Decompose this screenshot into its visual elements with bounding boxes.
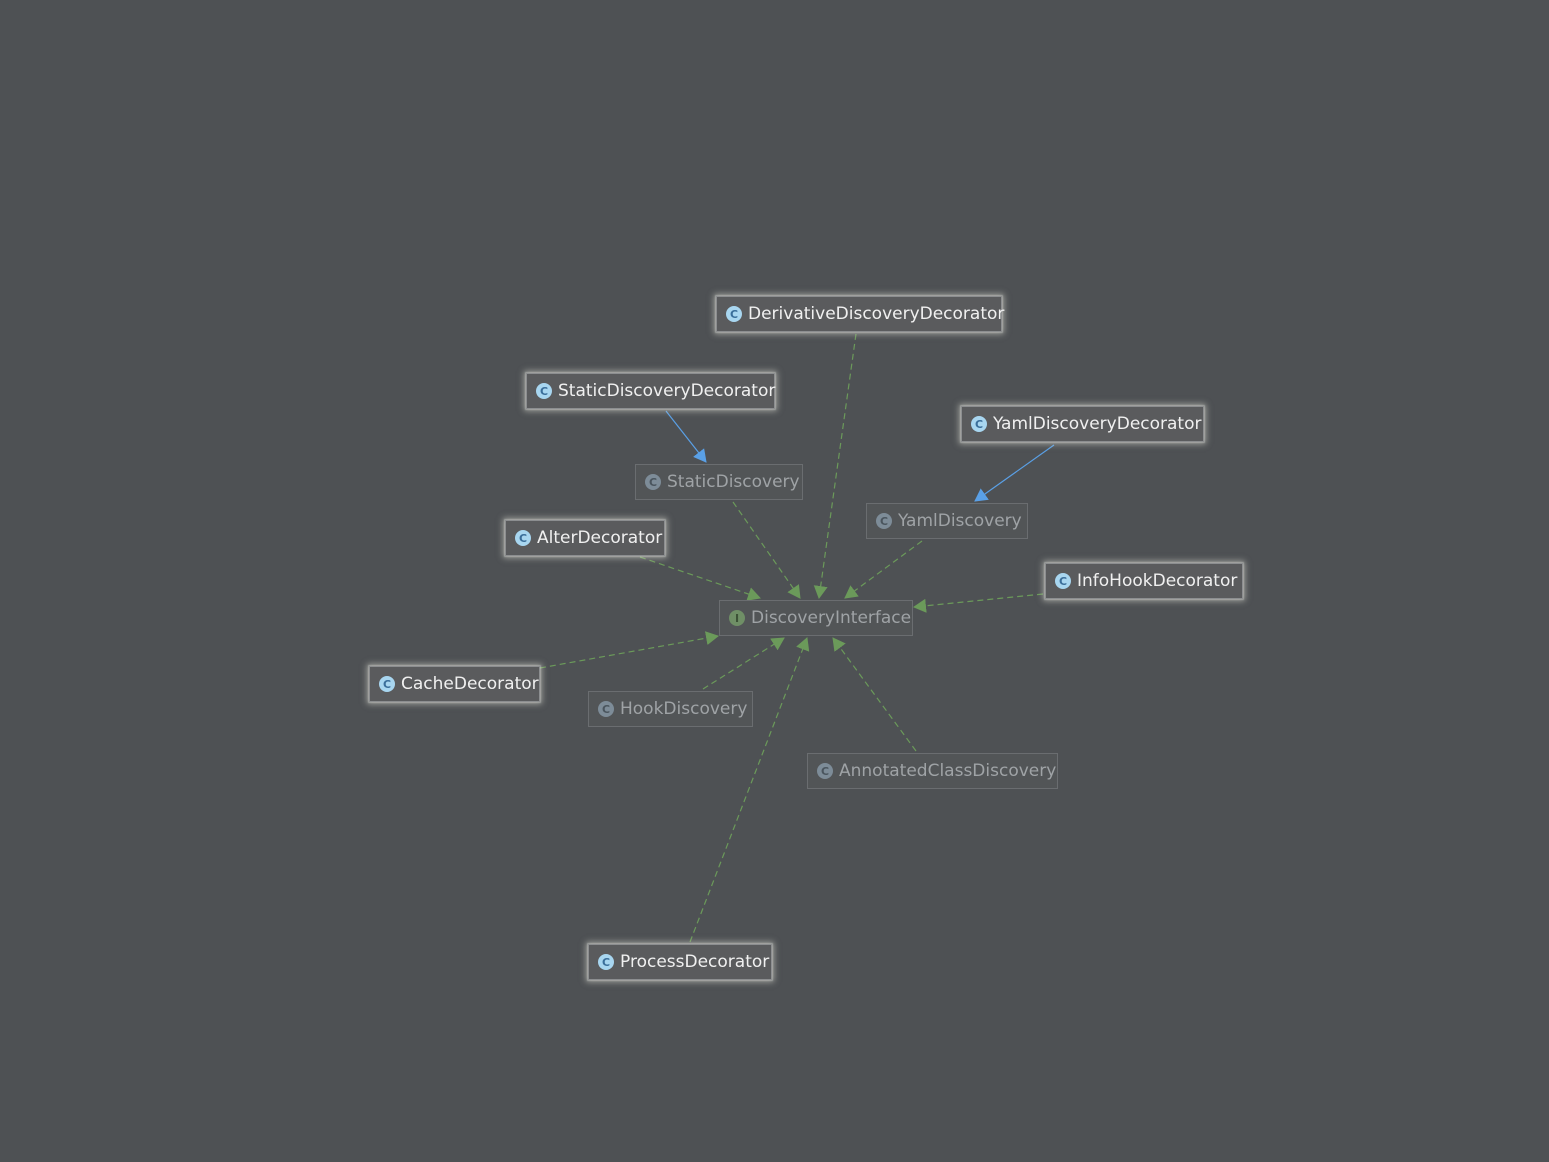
- node-label: YamlDiscovery: [898, 511, 1022, 531]
- class-icon: C: [515, 530, 531, 546]
- edge-process-iface: [689, 637, 810, 943]
- edge-static-iface: [732, 501, 801, 599]
- interface-icon: I: [729, 610, 745, 626]
- node-process[interactable]: C ProcessDecorator: [588, 944, 772, 980]
- class-icon: C: [876, 513, 892, 529]
- node-yamldec[interactable]: C YamlDiscoveryDecorator: [961, 406, 1204, 442]
- node-static[interactable]: C StaticDiscovery: [635, 464, 803, 500]
- node-label: StaticDiscoveryDecorator: [558, 381, 776, 401]
- node-label: CacheDecorator: [401, 674, 539, 694]
- class-icon: C: [598, 954, 614, 970]
- node-derivative[interactable]: C DerivativeDiscoveryDecorator: [716, 296, 1005, 332]
- class-icon: C: [379, 676, 395, 692]
- edge-infohook-iface: [913, 593, 1044, 613]
- node-iface[interactable]: I DiscoveryInterface: [719, 600, 913, 636]
- class-icon: C: [971, 416, 987, 432]
- node-label: HookDiscovery: [620, 699, 748, 719]
- node-yaml[interactable]: C YamlDiscovery: [866, 503, 1028, 539]
- edge-hook-iface: [702, 637, 785, 690]
- edge-staticdec-static: [665, 410, 707, 463]
- node-hook[interactable]: C HookDiscovery: [588, 691, 753, 727]
- node-label: AlterDecorator: [537, 528, 663, 548]
- class-icon: C: [817, 763, 833, 779]
- edge-yaml-iface: [844, 540, 923, 599]
- edge-yamldec-yaml: [974, 444, 1055, 502]
- class-icon: C: [598, 701, 614, 717]
- node-annotated[interactable]: C AnnotatedClassDiscovery: [807, 753, 1058, 789]
- node-cache[interactable]: C CacheDecorator: [369, 666, 540, 702]
- node-label: DerivativeDiscoveryDecorator: [748, 304, 1005, 324]
- node-label: AnnotatedClassDiscovery: [839, 761, 1057, 781]
- node-label: ProcessDecorator: [620, 952, 770, 972]
- node-label: YamlDiscoveryDecorator: [993, 414, 1202, 434]
- node-staticdec[interactable]: C StaticDiscoveryDecorator: [526, 373, 775, 409]
- class-icon: C: [645, 474, 661, 490]
- node-infohook[interactable]: C InfoHookDecorator: [1045, 563, 1243, 599]
- edge-annotated-iface: [832, 637, 917, 752]
- edge-cache-iface: [539, 631, 719, 669]
- node-label: StaticDiscovery: [667, 472, 800, 492]
- edge-derivative-iface: [813, 333, 857, 599]
- node-label: DiscoveryInterface: [751, 608, 912, 628]
- class-icon: C: [536, 383, 552, 399]
- class-icon: C: [1055, 573, 1071, 589]
- node-alter[interactable]: C AlterDecorator: [505, 520, 665, 556]
- class-icon: C: [726, 306, 742, 322]
- node-label: InfoHookDecorator: [1077, 571, 1238, 591]
- edge-alter-iface: [639, 556, 761, 601]
